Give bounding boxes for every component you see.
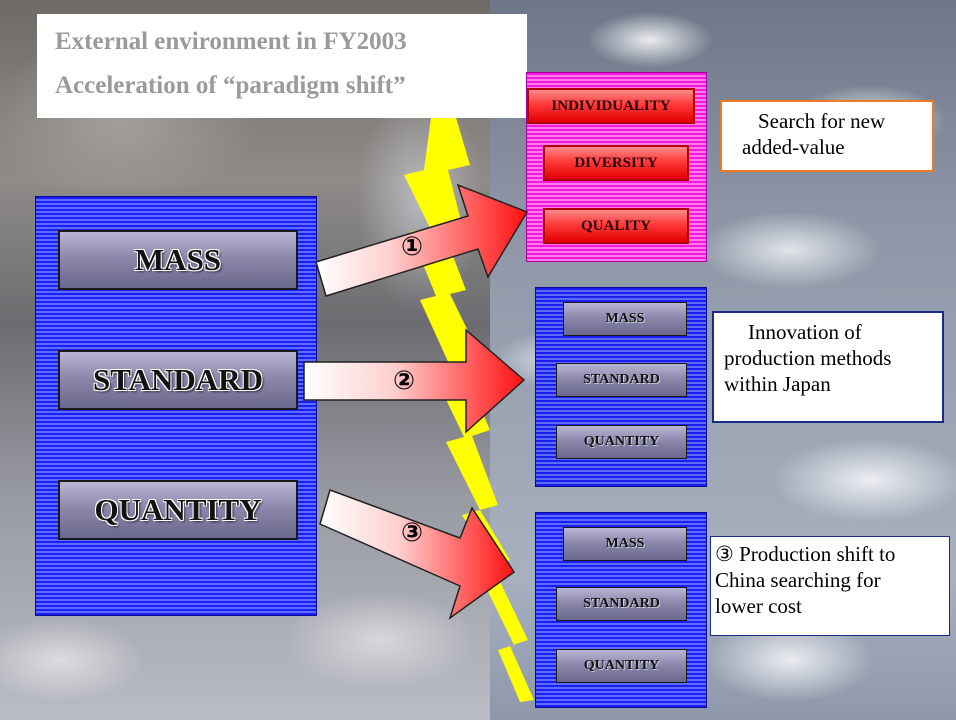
panel2-label-mass: MASS xyxy=(563,302,687,336)
arrow-3 xyxy=(319,489,516,620)
callout-3-line-1: ③ Production shift to xyxy=(715,542,896,566)
pink-label-individuality: INDIVIDUALITY xyxy=(527,88,695,124)
callout-3-line-2: China searching for xyxy=(715,568,881,592)
arrow-number-1: ① xyxy=(400,232,423,262)
pink-label-diversity: DIVERSITY xyxy=(543,145,689,181)
panel2-label-standard: STANDARD xyxy=(556,363,687,397)
left-label-mass: MASS xyxy=(58,230,298,290)
callout-added-value: Search for new added-value xyxy=(720,100,934,172)
left-label-quantity: QUANTITY xyxy=(58,480,298,540)
title-line-2: Acceleration of “paradigm shift” xyxy=(55,72,406,99)
callout-2-line-1: Innovation of xyxy=(748,320,862,344)
callout-production-shift: ③ Production shift to China searching fo… xyxy=(710,536,950,636)
callout-2-line-2: production methods xyxy=(724,346,892,370)
title-line-1: External environment in FY2003 xyxy=(55,28,407,55)
arrow-2 xyxy=(303,328,526,434)
arrow-1 xyxy=(315,183,529,297)
left-label-standard: STANDARD xyxy=(58,350,298,410)
callout-1-line-1: Search for new xyxy=(758,109,886,133)
panel3-label-standard: STANDARD xyxy=(556,587,687,621)
pink-label-quality: QUALITY xyxy=(543,208,689,244)
callout-2-line-3: within Japan xyxy=(724,372,831,396)
title-box: External environment in FY2003 Accelerat… xyxy=(37,14,527,118)
panel3-label-quantity: QUANTITY xyxy=(556,649,687,683)
arrow-number-2: ② xyxy=(392,366,415,396)
callout-3-line-3: lower cost xyxy=(715,594,802,618)
callout-innovation: Innovation of production methods within … xyxy=(712,311,944,423)
panel3-label-mass: MASS xyxy=(563,527,687,561)
arrow-number-3: ③ xyxy=(400,518,423,548)
callout-1-line-2: added-value xyxy=(742,135,845,159)
panel2-label-quantity: QUANTITY xyxy=(556,425,687,459)
